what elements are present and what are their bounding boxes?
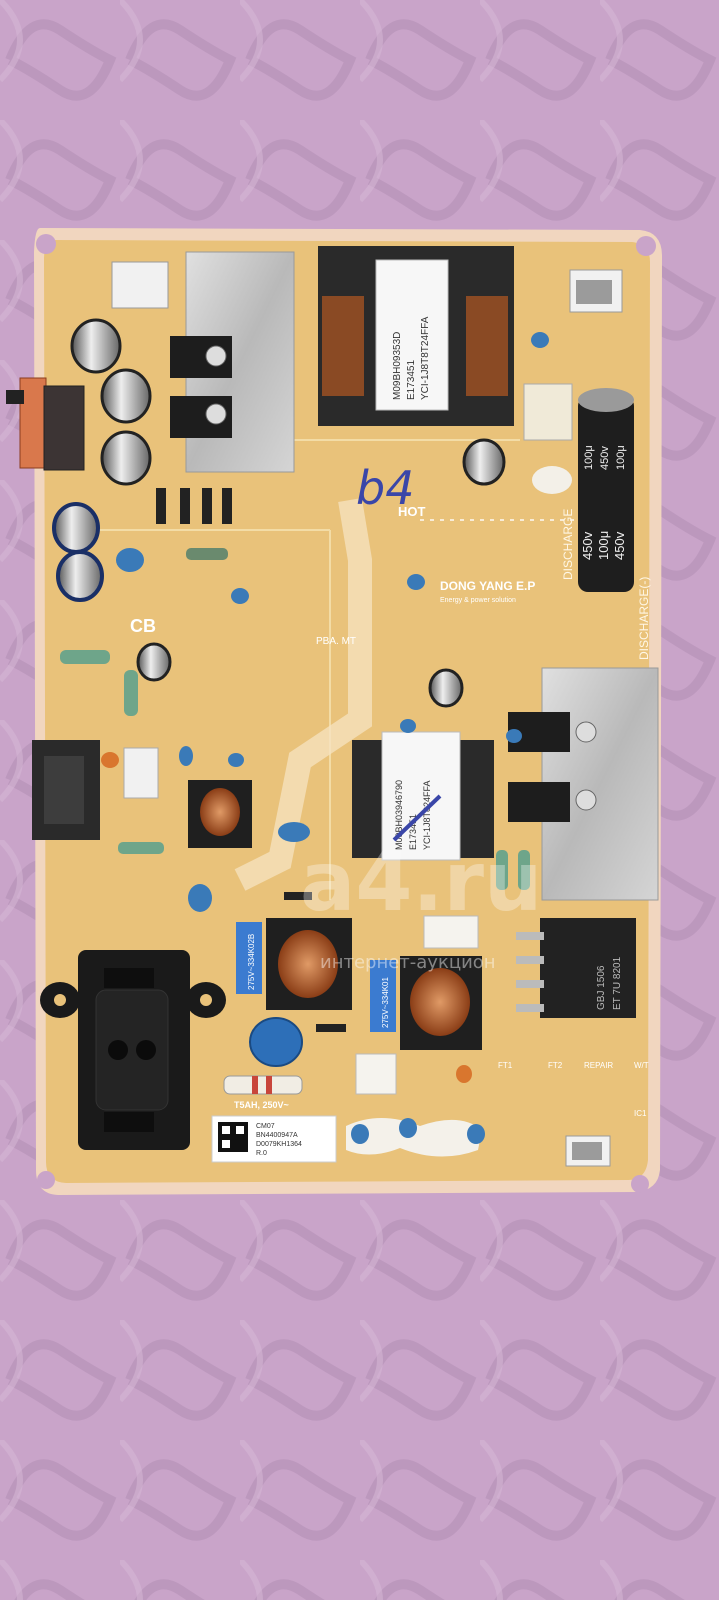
resistor-c (518, 850, 530, 890)
svg-text:GBJ 1506: GBJ 1506 (596, 965, 607, 1010)
small-capacitors-left (52, 318, 172, 682)
cap-top-middle (462, 438, 506, 486)
bulk-cap-label-4: 100μ (583, 445, 595, 470)
ac-inlet (40, 950, 226, 1150)
x-capacitor-right: 275V~334K01 (370, 960, 396, 1032)
relay-bottom (355, 1053, 397, 1095)
discharge-label-right: DISCHARGE(-) (637, 577, 651, 660)
svg-text:CM07: CM07 (256, 1123, 275, 1130)
ceramic-capacitors (116, 332, 549, 1144)
x-capacitor-left: 275V~334K02B (236, 922, 262, 994)
orange-capacitor-2 (456, 1065, 472, 1083)
svg-text:450v: 450v (599, 446, 611, 470)
svg-text:450v: 450v (612, 531, 627, 560)
svg-text:FT2: FT2 (548, 1061, 563, 1070)
clip-top-left (111, 261, 169, 309)
cold-label: CB (130, 616, 156, 636)
left-connector (6, 377, 85, 471)
orange-capacitor (101, 752, 119, 768)
resistor-a (118, 842, 164, 854)
svg-text:D0079KH1364: D0079KH1364 (256, 1141, 302, 1148)
svg-text:M09BH03946790: M09BH03946790 (394, 780, 404, 850)
hot-label: HOT (398, 504, 426, 519)
watermark-text: интернет-аукцион (320, 952, 496, 973)
choke-right (400, 956, 482, 1050)
transformer-mid-label-2: E173451 (408, 814, 418, 850)
bulk-cap-label-2: 100μ (596, 531, 611, 560)
heatsink-top-left (170, 251, 295, 473)
svg-text:100μ: 100μ (615, 445, 627, 470)
brand-logo: DONG YANG E.P (440, 579, 535, 593)
bulk-cap-label-3: 450v (612, 531, 627, 560)
test-point-row: FT1 FT2 REPAIR W/T IC1 (498, 1061, 649, 1118)
transformer-top-label: M09BH09353D (392, 332, 403, 400)
transformer-top-label-2: E173451 (406, 360, 417, 400)
svg-text:ET 7U 8201: ET 7U 8201 (612, 956, 623, 1010)
relay-left (123, 747, 159, 799)
cap-middle (428, 668, 464, 708)
svg-text:E173451: E173451 (408, 814, 418, 850)
bulk-cap-label-5: 450v (599, 446, 611, 470)
transformer-mid-label: M09BH03946790 (394, 780, 404, 850)
inductor-left (188, 780, 252, 848)
bulk-capacitor: 450v 100μ 450v 100μ 450v 100μ (523, 383, 634, 592)
resistor-b (496, 850, 508, 890)
cement-resistor (423, 915, 479, 949)
choke-left (266, 918, 352, 1010)
transformer-mid-label-3: YCI-1J8T824FFA (422, 780, 432, 850)
brand-logo-sub: Energy & power solution (440, 597, 516, 604)
svg-text:275V~334K01: 275V~334K01 (381, 977, 390, 1028)
svg-text:BN4400947A: BN4400947A (256, 1132, 298, 1139)
middle-left-connector (32, 740, 100, 840)
fuse (223, 1075, 303, 1095)
svg-text:R.0: R.0 (256, 1150, 267, 1157)
svg-text:YCI-1J8T824FFA: YCI-1J8T824FFA (422, 780, 432, 850)
discharge-label-mid: DISCHARGE (561, 509, 575, 580)
glue-blob (346, 1118, 482, 1157)
diode-small-2 (284, 892, 312, 900)
transformer-top: M09BH09353D E173451 YCI-1J8T8T24FFA (318, 246, 514, 426)
varistor (249, 1017, 303, 1067)
diode-row (60, 488, 232, 716)
svg-text:100μ: 100μ (596, 531, 611, 560)
label-sticker: CM07 BN4400947A D0079KH1364 R.0 (211, 1115, 337, 1163)
fuse-label: T5AH, 250V~ (234, 1100, 289, 1110)
pba-mt-label: PBA. MT (316, 636, 356, 647)
svg-text:100μ: 100μ (583, 445, 595, 470)
transformer-middle: M09BH03946790 E173451 YCI-1J8T824FFA (352, 731, 494, 861)
svg-text:450v: 450v (580, 531, 595, 560)
bulk-cap-label-6: 100μ (615, 445, 627, 470)
handwritten-marking: b4 (356, 461, 414, 515)
bridge-rectifier: GBJ 1506 ET 7U 8201 (516, 918, 636, 1018)
svg-text:275V~334K02B: 275V~334K02B (247, 934, 256, 990)
watermark-logo: a4.ru (300, 835, 542, 930)
transformer-top-label-3: YCI-1J8T8T24FFA (420, 316, 431, 400)
diode-small (316, 1024, 346, 1032)
svg-text:W/T: W/T (634, 1061, 649, 1070)
svg-text:REPAIR: REPAIR (584, 1061, 613, 1070)
bulk-cap-label-1: 450v (580, 531, 595, 560)
svg-text:IC1: IC1 (634, 1109, 647, 1118)
svg-text:FT1: FT1 (498, 1061, 513, 1070)
